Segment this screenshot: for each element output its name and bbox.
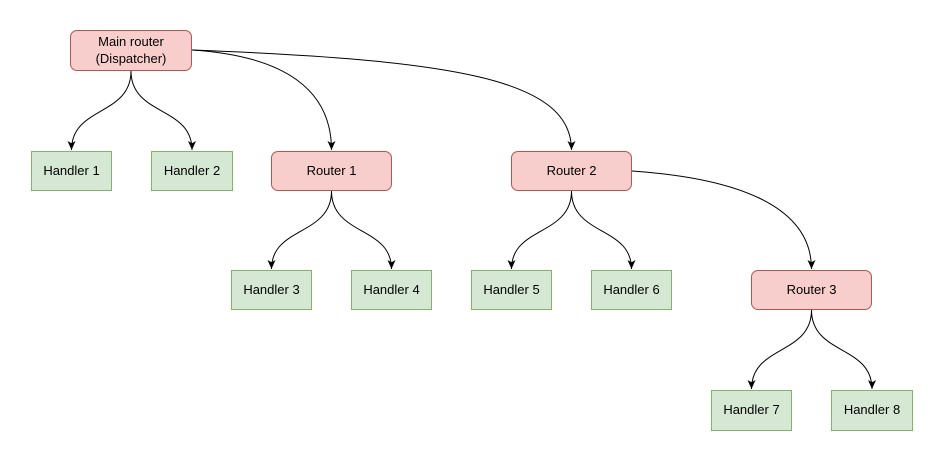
edge-router-2-to-router-3: [631, 170, 816, 270]
edge-router-3-to-handler-7: [747, 309, 812, 390]
edge-router-1-to-handler-3: [267, 190, 332, 270]
edge-main-to-router-1: [191, 49, 336, 151]
node-handler-3: Handler 3: [231, 270, 312, 310]
node-router-2: Router 2: [511, 151, 632, 191]
edge-main-to-handler-2: [130, 70, 196, 151]
node-handler-8: Handler 8: [831, 390, 913, 431]
node-router-3: Router 3: [751, 270, 872, 310]
node-handler-2: Handler 2: [151, 151, 233, 191]
node-router-1: Router 1: [271, 151, 392, 191]
node-handler-5: Handler 5: [471, 270, 552, 310]
edge-main-to-router-2: [191, 49, 576, 151]
node-handler-7: Handler 7: [711, 390, 792, 431]
edge-main-to-handler-1: [67, 70, 132, 151]
edge-router-2-to-handler-6: [571, 190, 636, 270]
node-main-router: Main router (Dispatcher): [70, 30, 192, 71]
node-handler-1: Handler 1: [31, 151, 112, 191]
edge-router-2-to-handler-5: [507, 190, 572, 270]
node-handler-6: Handler 6: [591, 270, 672, 310]
node-handler-4: Handler 4: [351, 270, 432, 310]
edge-router-1-to-handler-4: [331, 190, 396, 270]
edge-router-3-to-handler-8: [811, 309, 876, 390]
